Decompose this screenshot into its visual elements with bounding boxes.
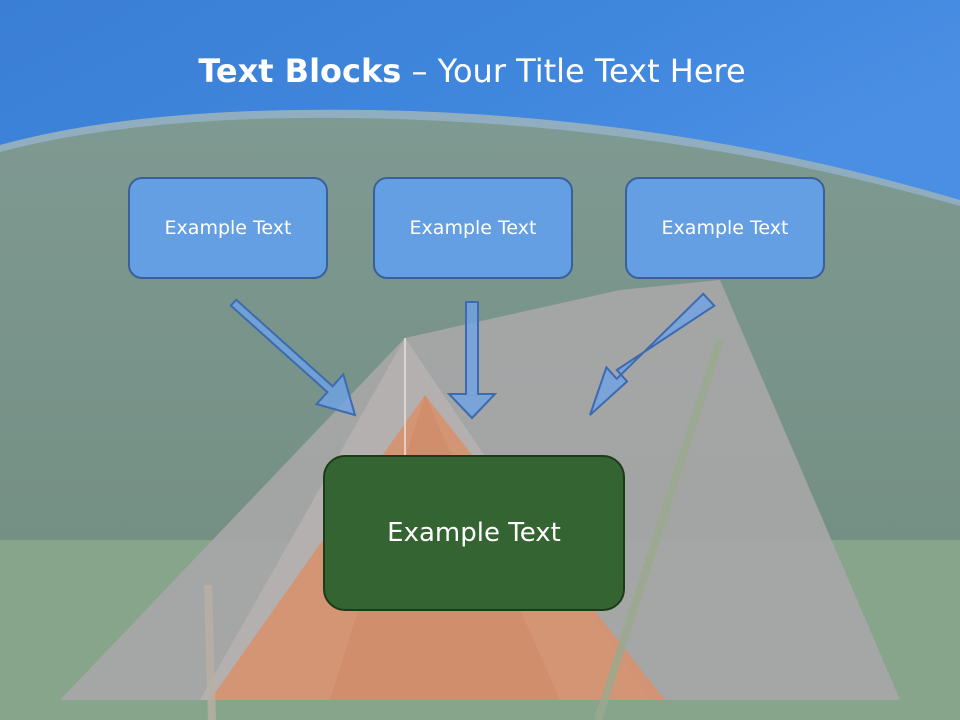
title-rest: Your Title Text Here xyxy=(437,52,746,90)
result-block-label: Example Text xyxy=(387,518,561,548)
result-block[interactable]: Example Text xyxy=(323,455,625,611)
text-block-right-label: Example Text xyxy=(661,217,789,239)
text-block-right[interactable]: Example Text xyxy=(625,177,825,279)
arrow-right-icon xyxy=(589,292,716,416)
text-block-center[interactable]: Example Text xyxy=(373,177,573,279)
slide-title: Text Blocks – Your Title Text Here xyxy=(0,52,944,90)
text-block-left[interactable]: Example Text xyxy=(128,177,328,279)
title-separator: – xyxy=(401,52,438,90)
title-bold: Text Blocks xyxy=(198,52,402,90)
arrow-left-icon xyxy=(229,298,357,417)
text-block-center-label: Example Text xyxy=(409,217,537,239)
text-block-left-label: Example Text xyxy=(164,217,292,239)
arrow-center-icon xyxy=(446,301,498,420)
